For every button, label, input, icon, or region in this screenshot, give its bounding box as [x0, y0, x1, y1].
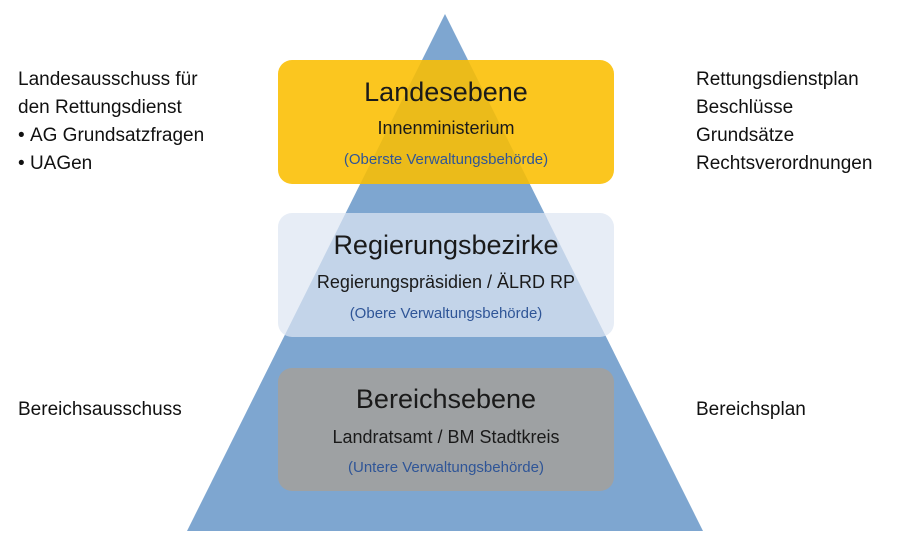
level-title-bereichsebene: Bereichsebene [355, 384, 537, 414]
right-top-line-3: Grundsätze [696, 125, 795, 146]
left-bottom-text: Bereichsausschuss [18, 399, 182, 420]
left-top-bullet-1: AG Grundsatzfragen [18, 122, 204, 150]
level-box-landesebene: Landesebene Innenministerium (Oberste Ve… [278, 60, 614, 184]
level-subtitle-regierungsbezirke: Regierungspräsidien / ÄLRD RP [316, 272, 576, 292]
left-top-line-1: Landesausschuss für [18, 69, 198, 90]
level-subtitle-bereichsebene: Landratsamt / BM Stadtkreis [332, 427, 560, 447]
level-title-regierungsbezirke: Regierungsbezirke [333, 230, 559, 260]
level-box-bereichsebene: Bereichsebene Landratsamt / BM Stadtkrei… [278, 368, 614, 491]
level-title-landesebene: Landesebene [364, 77, 528, 107]
right-bottom-text: Bereichsplan [696, 399, 806, 420]
right-top-line-4: Rechtsverordnungen [696, 153, 873, 174]
level-box-regierungsbezirke: Regierungsbezirke Regierungspräsidien / … [278, 213, 614, 337]
left-top-bullet-2: UAGen [18, 150, 204, 178]
right-top-line-1: Rettungsdienstplan [696, 69, 859, 90]
level-subtitle-landesebene: Innenministerium [377, 118, 515, 138]
right-top-line-2: Beschlüsse [696, 97, 794, 118]
level-note-bereichsebene: (Untere Verwaltungsbehörde) [348, 459, 544, 476]
right-top-text-block: Rettungsdienstplan Beschlüsse Grundsätze… [696, 66, 872, 178]
left-top-line-2: den Rettungsdienst [18, 97, 182, 118]
left-top-text-block: Landesausschuss für den Rettungsdienst A… [18, 66, 204, 178]
level-note-landesebene: (Oberste Verwaltungsbehörde) [343, 151, 549, 168]
level-note-regierungsbezirke: (Obere Verwaltungsbehörde) [349, 305, 543, 322]
